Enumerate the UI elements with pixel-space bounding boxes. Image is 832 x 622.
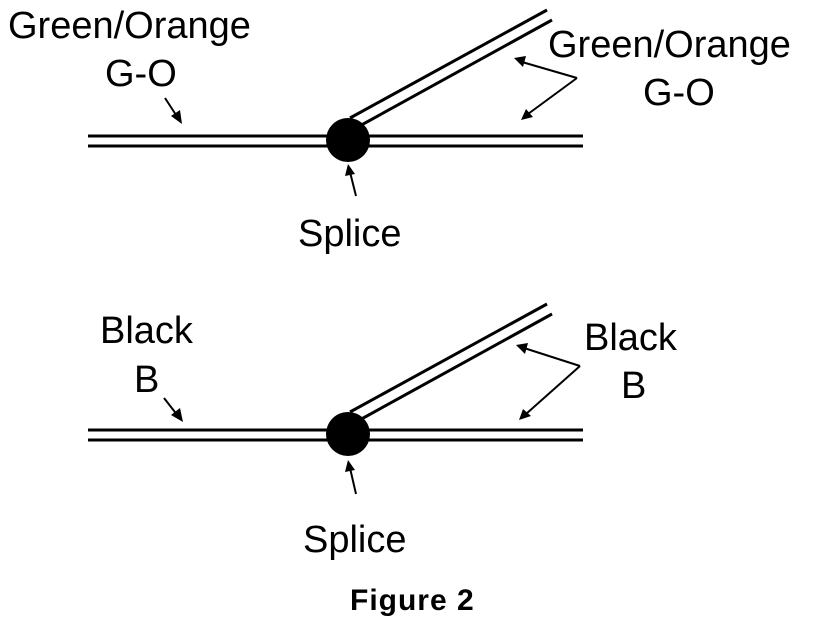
bottom-right-pointer-arrow-upper [523,347,581,367]
top-branch-wire-upper [349,8,548,120]
top-splice-diagram: Green/Orange G-O Green/Orange G-O Splice [8,5,791,255]
bottom-left-arrowhead-icon [171,408,183,422]
bottom-splice-label: Splice [303,519,407,561]
bottom-left-abbrev-label: B [134,359,159,401]
bottom-branch-wire-lower [355,312,553,424]
top-right-color-label: Green/Orange [548,24,791,66]
top-left-abbrev-label: G-O [105,53,177,95]
bottom-left-color-label: Black [100,310,194,352]
top-splice-pointer-arrow [349,171,357,197]
top-branch-wire-lower [355,18,553,130]
top-right-abbrev-label: G-O [643,72,715,114]
bottom-splice-diagram: Black B Black B Splice [88,302,678,561]
bottom-branch-wire-upper [349,302,548,414]
top-right-pointer-arrow-lower [527,77,578,115]
bottom-right-pointer-arrow-lower [525,365,581,415]
bottom-splice-dot [326,412,370,456]
bottom-right-color-label: Black [584,317,678,359]
top-left-color-label: Green/Orange [8,5,251,47]
bottom-right-abbrev-label: B [621,365,646,407]
bottom-splice-pointer-arrow [349,467,357,495]
bottom-right-lower-arrowhead-icon [519,409,531,420]
figure-caption: Figure 2 [350,584,475,617]
bottom-right-upper-arrowhead-icon [516,343,528,354]
top-right-pointer-arrow-upper [521,61,578,79]
bottom-splice-arrowhead-icon [345,460,355,472]
top-right-upper-arrowhead-icon [514,56,526,67]
top-left-arrowhead-icon [171,110,182,124]
top-splice-arrowhead-icon [345,164,355,176]
top-splice-label: Splice [298,213,402,255]
top-splice-dot [326,118,370,162]
top-right-lower-arrowhead-icon [521,109,533,120]
